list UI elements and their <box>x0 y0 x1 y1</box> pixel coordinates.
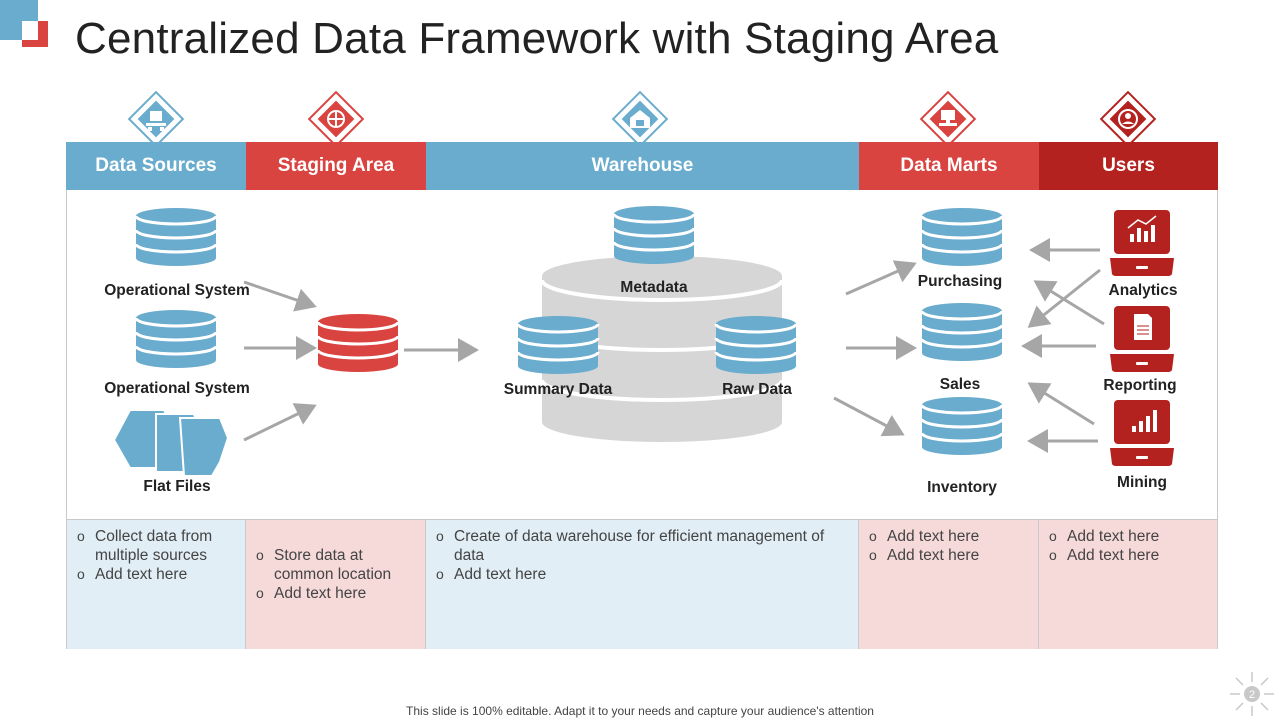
mining-laptop-icon <box>1110 400 1174 466</box>
note-item: Store data at common location <box>254 546 417 584</box>
analytics-laptop-icon <box>1110 210 1174 276</box>
source-db-1 <box>134 206 218 268</box>
header-data-marts: Data Marts <box>859 142 1039 190</box>
staging-db <box>316 312 400 374</box>
inventory-label: Inventory <box>927 479 997 496</box>
source-label-2: Operational System <box>104 380 250 397</box>
page-number-badge: 2 <box>1230 672 1274 716</box>
summary-data-label: Summary Data <box>503 381 613 398</box>
mining-label: Mining <box>1117 474 1167 491</box>
notes-data-sources: Collect data from multiple sourcesAdd te… <box>66 519 246 649</box>
data-mart-icon <box>939 110 957 126</box>
header-warehouse: Warehouse <box>426 142 859 190</box>
header-staging-area: Staging Area <box>246 142 426 190</box>
footer-note: This slide is 100% editable. Adapt it to… <box>406 704 874 718</box>
page-number: 2 <box>1249 689 1255 701</box>
purchasing-label: Purchasing <box>917 273 1003 290</box>
flat-files-label: Flat Files <box>143 478 211 495</box>
slide-title: Centralized Data Framework with Staging … <box>75 14 999 63</box>
building-network-icon <box>146 111 166 131</box>
notes-data-marts: Add text hereAdd text here <box>859 519 1039 649</box>
notes-warehouse: Create of data warehouse for efficient m… <box>426 519 859 649</box>
metadata-db <box>612 204 696 266</box>
raw-db <box>714 314 798 376</box>
note-item: Add text here <box>867 527 1030 546</box>
raw-data-label: Raw Data <box>722 381 792 398</box>
reporting-label: Reporting <box>1103 377 1177 394</box>
summary-db <box>516 314 600 376</box>
note-item: Add text here <box>867 546 1030 565</box>
header-data-sources: Data Sources <box>66 142 246 190</box>
source-label-1: Operational System <box>104 282 250 299</box>
notes-staging-area: Store data at common locationAdd text he… <box>246 519 426 649</box>
corner-accent-cutout <box>22 21 38 40</box>
mart-db-purchasing <box>920 206 1004 268</box>
mart-db-sales <box>920 301 1004 363</box>
note-item: Add text here <box>254 584 417 603</box>
note-item: Add text here <box>434 565 838 584</box>
note-item: Add text here <box>1047 546 1209 565</box>
header-users: Users <box>1039 142 1218 190</box>
note-item: Create of data warehouse for efficient m… <box>434 527 838 565</box>
users-icon <box>1118 109 1138 129</box>
analytics-label: Analytics <box>1108 282 1178 299</box>
reporting-laptop-icon <box>1110 306 1174 372</box>
source-db-2 <box>134 308 218 370</box>
warehouse-icon <box>630 110 650 128</box>
note-item: Add text here <box>75 565 237 584</box>
metadata-label: Metadata <box>620 279 688 296</box>
mart-db-inventory <box>920 395 1004 457</box>
network-hub-icon <box>327 110 345 128</box>
flat-files-icon <box>112 409 230 477</box>
note-item: Collect data from multiple sources <box>75 527 237 565</box>
notes-users: Add text hereAdd text here <box>1039 519 1218 649</box>
sales-label: Sales <box>939 376 981 393</box>
note-item: Add text here <box>1047 527 1209 546</box>
